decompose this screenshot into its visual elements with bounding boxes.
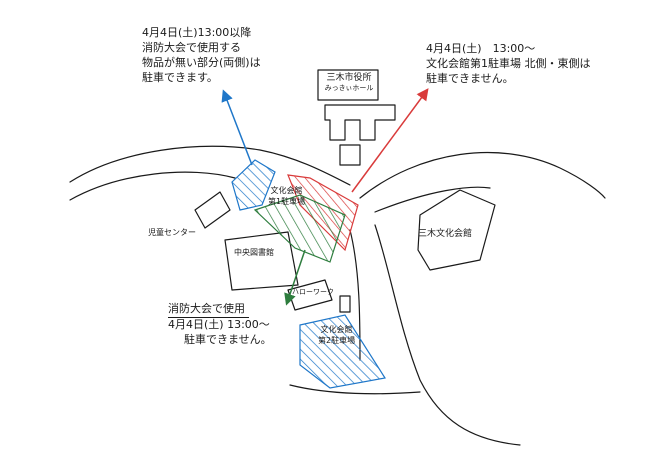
note-top-left-line3: 物品が無い部分(両側)は: [142, 55, 261, 69]
road-east-lower: [374, 186, 491, 213]
note-bottom-line2: 4月4日(土) 13:00～: [168, 317, 270, 331]
parking-2-line1: 文化会館: [320, 325, 353, 334]
note-top-right-line1: 4月4日(土) 13:00～: [426, 42, 536, 55]
parking-1-label: 文化会館 第1駐車場: [268, 186, 305, 208]
city-hall-name: 三木市役所: [326, 73, 372, 83]
children-center-label: 児童センター: [148, 228, 196, 237]
red-arrow: [351, 88, 429, 193]
mikki-hall-name: みっきぃホール: [324, 84, 374, 93]
parking-2-line2: 第2駐車場: [318, 335, 356, 345]
city-hall-building: [317, 69, 379, 101]
note-top-left: 4月4日(土)13:00以降 消防大会で使用する 物品が無い部分(両側)は 駐車…: [142, 26, 261, 85]
note-top-right-line3: 駐車できません。: [426, 71, 514, 85]
road-lower: [289, 384, 421, 395]
parking-1-line1: 文化会館: [270, 186, 303, 195]
parking-1-line2: 第1駐車場: [268, 196, 306, 206]
road-edge-lower: [69, 171, 236, 201]
note-top-right-line2: 文化会館第1駐車場 北側・東側は: [426, 56, 591, 70]
road-edge-upper: [69, 145, 351, 186]
note-top-left-line1: 4月4日(土)13:00以降: [142, 26, 252, 39]
parking-2-label: 文化会館 第2駐車場: [318, 325, 355, 347]
green-arrow: [284, 249, 306, 306]
bunka-kaikan-building: [417, 189, 496, 271]
green-zone: [253, 194, 346, 263]
central-library-building: [224, 231, 299, 291]
note-top-left-line4: 駐車できます。: [142, 70, 218, 84]
note-top-left-line2: 消防大会で使用する: [142, 40, 241, 54]
road-south-right: [374, 224, 521, 446]
road-east-upper: [359, 152, 606, 199]
blue-arrow: [221, 89, 253, 166]
city-hall-wing: [324, 104, 396, 141]
hello-work-label: ハローワーク: [292, 288, 334, 296]
blue-zone-parking-2: [299, 314, 386, 389]
note-bottom-line1: 消防大会で使用: [168, 302, 249, 318]
central-library-label: 中央図書館: [234, 248, 274, 257]
bunka-kaikan-label: 三木文化会館: [418, 229, 473, 239]
note-top-right: 4月4日(土) 13:00～ 文化会館第1駐車場 北側・東側は 駐車できません。: [426, 42, 591, 87]
note-bottom: 消防大会で使用 4月4日(土) 13:00～ 駐車できません。: [168, 302, 272, 348]
children-center-building: [194, 191, 231, 229]
city-hall-label: 三木市役所 みっきぃホール: [320, 72, 378, 94]
note-bottom-line3: 駐車できません。: [184, 332, 272, 346]
